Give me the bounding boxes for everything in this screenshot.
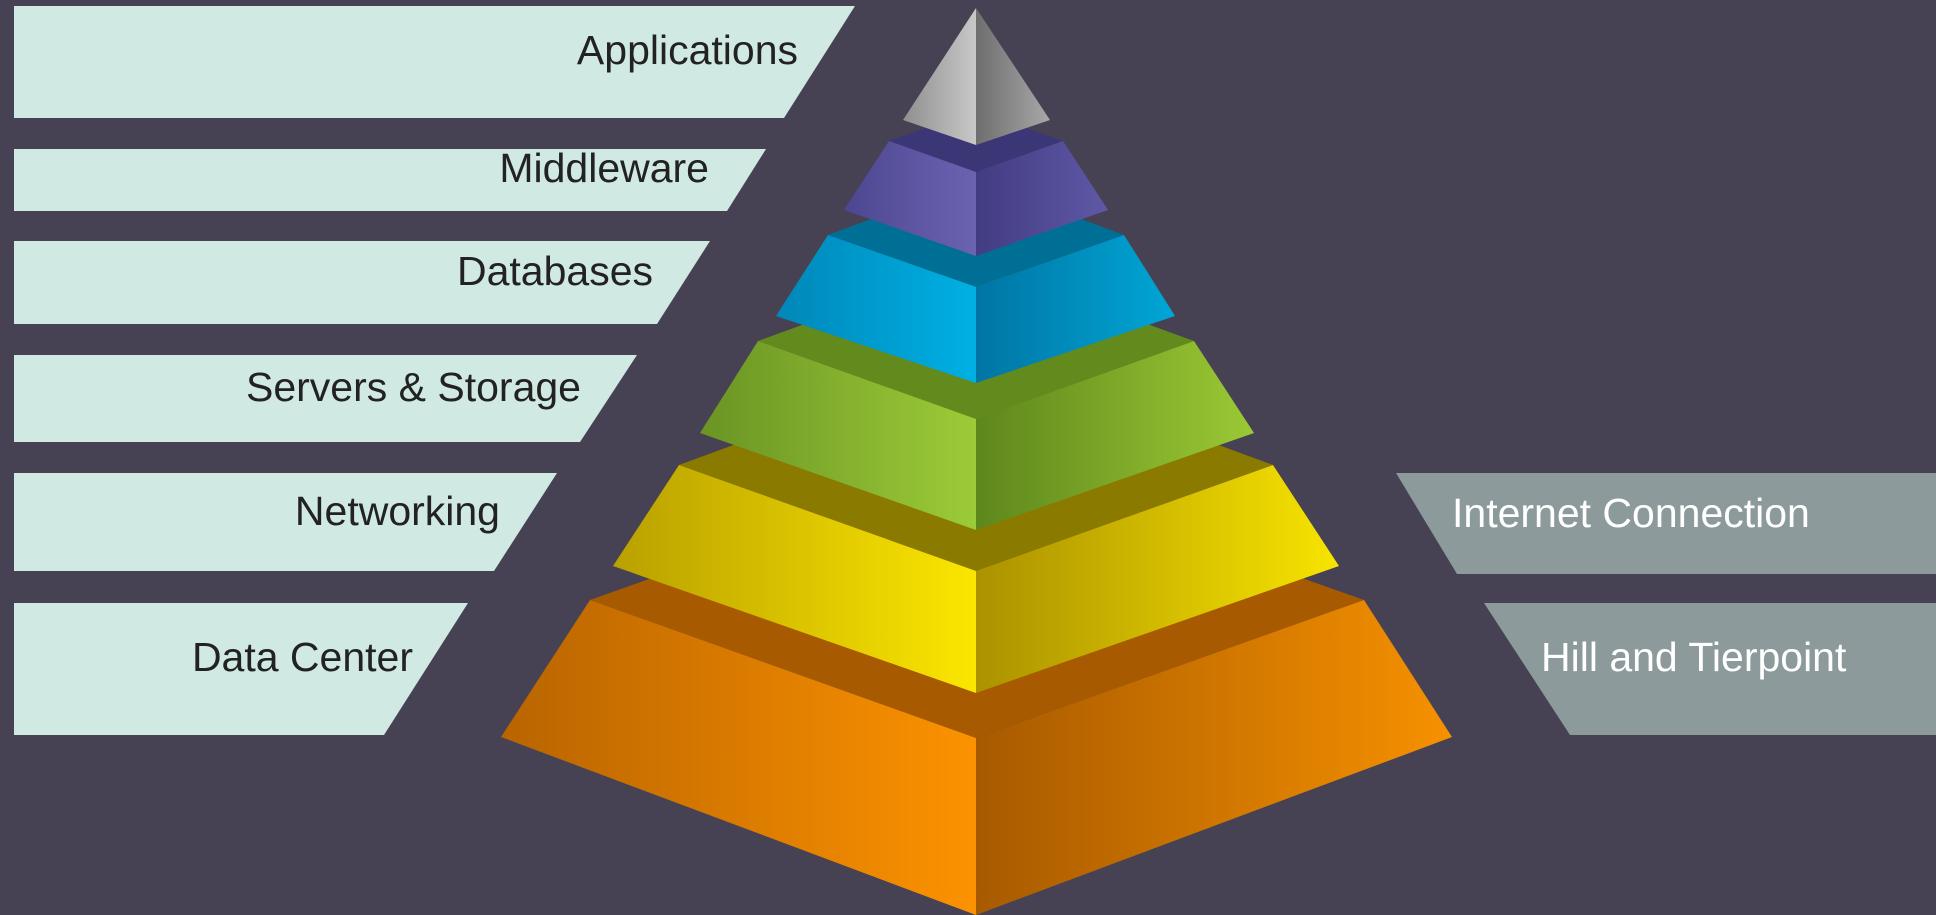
pyramid [501,8,1452,915]
right-label-internet-connection: Internet Connection [1396,473,1936,574]
left-label-networking: Networking [14,473,557,571]
left-label-applications: Applications [14,6,855,118]
label-servers-storage: Servers & Storage [246,364,581,410]
left-label-servers-storage: Servers & Storage [14,355,637,442]
label-internet-connection: Internet Connection [1452,490,1810,536]
label-data-center: Data Center [192,634,413,680]
label-middleware: Middleware [499,145,709,191]
left-label-middleware: Middleware [14,145,766,211]
pyramid-layer-applications [903,8,1050,145]
label-applications: Applications [577,27,798,73]
left-label-databases: Databases [14,241,710,324]
label-networking: Networking [295,488,500,534]
label-databases: Databases [457,248,653,294]
left-label-data-center: Data Center [14,603,468,735]
right-label-hill-and-tierpoint: Hill and Tierpoint [1484,603,1936,735]
label-hill-and-tierpoint: Hill and Tierpoint [1541,634,1847,680]
